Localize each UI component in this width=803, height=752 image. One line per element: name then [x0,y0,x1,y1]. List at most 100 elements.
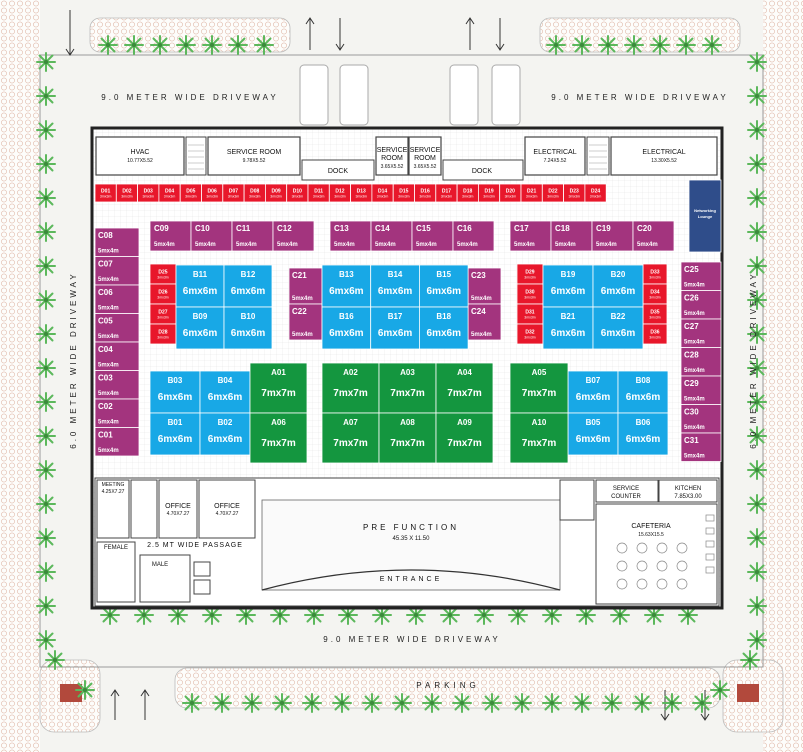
stall-b09-id: B09 [193,312,208,321]
